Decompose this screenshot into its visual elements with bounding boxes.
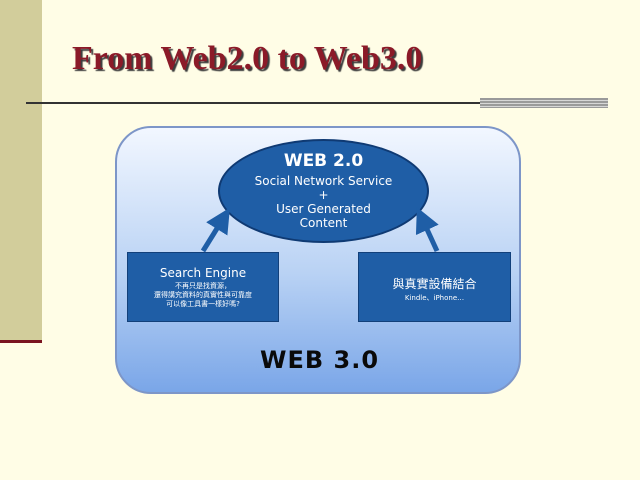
- title-underline: [26, 102, 606, 104]
- web2-line-3: User Generated: [276, 202, 371, 216]
- title-accent-bar: [480, 98, 608, 108]
- search-engine-box: Search Engine 不再只是找資源， 還得講究資料的真實性與可靠度 可以…: [127, 252, 279, 322]
- web2-line-1: Social Network Service: [254, 174, 393, 188]
- search-engine-sub-3: 可以像工具書一樣好嗎?: [166, 300, 240, 308]
- search-engine-subtext: 不再只是找資源， 還得講究資料的真實性與可靠度 可以像工具書一樣好嗎?: [128, 282, 278, 309]
- web2-line-4: Content: [299, 216, 348, 230]
- search-engine-sub-2: 還得講究資料的真實性與可靠度: [154, 291, 252, 299]
- real-device-box: 與真實設備結合 Kindle、iPhone…: [358, 252, 511, 322]
- search-engine-title: Search Engine: [159, 266, 247, 280]
- left-decorative-bar: [0, 0, 42, 340]
- web2-description: Social Network Service + User Generated …: [220, 174, 427, 230]
- real-device-title: 與真實設備結合: [392, 277, 477, 291]
- web2-line-2: +: [318, 188, 329, 202]
- search-engine-sub-1: 不再只是找資源，: [175, 282, 231, 290]
- real-device-subtext: Kindle、iPhone…: [404, 294, 465, 302]
- slide-title: From Web2.0 to Web3.0: [72, 40, 423, 77]
- left-bar-accent-line: [0, 340, 42, 343]
- web2-ellipse: WEB 2.0 Social Network Service + User Ge…: [218, 139, 429, 243]
- left-arrow: [200, 207, 230, 253]
- web3-label: WEB 3.0: [260, 346, 380, 374]
- web2-title: WEB 2.0: [283, 151, 364, 171]
- right-arrow: [415, 207, 440, 253]
